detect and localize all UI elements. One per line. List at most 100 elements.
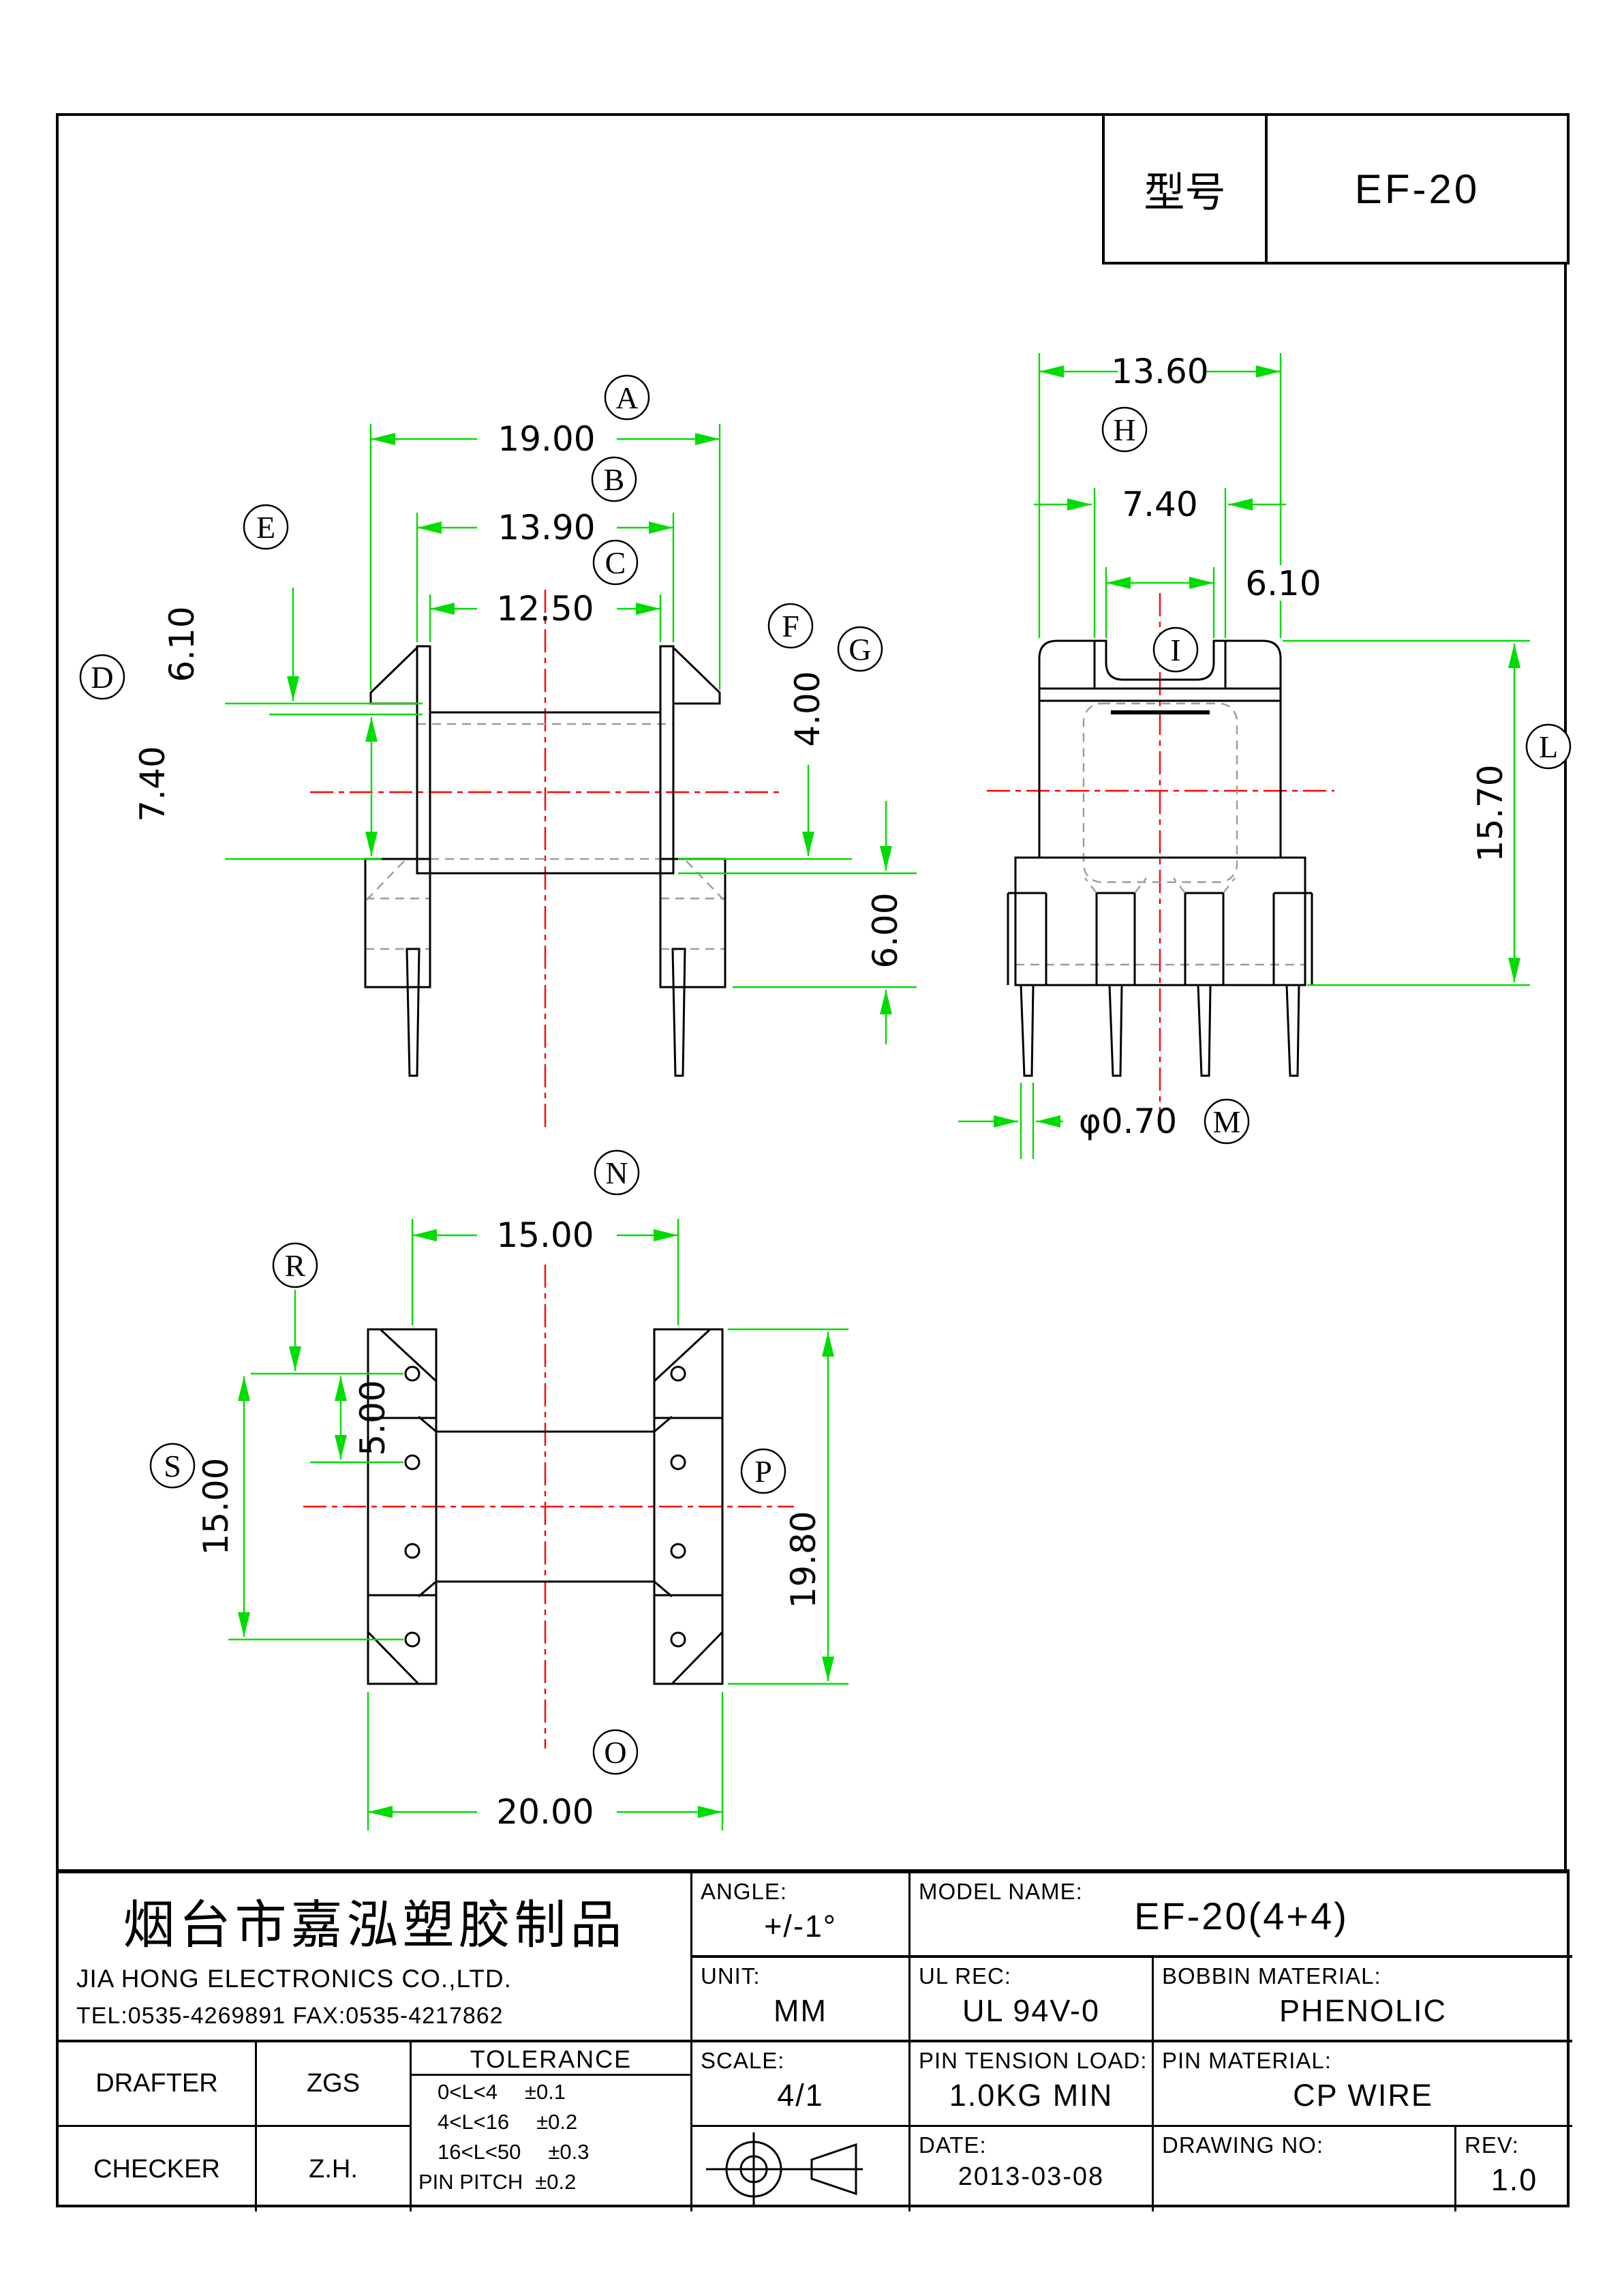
bottom-view: 15.00 5.00 15.00 19.80 20.00 N R S P O	[149, 1149, 848, 1832]
checker-label-cell: CHECKER	[59, 2127, 257, 2211]
drafter-label: DRAFTER	[95, 2069, 218, 2098]
front-view: 19.00 13.90 12.50 6.10 7.40 4.00 6.00 A …	[79, 374, 917, 1132]
tolerance-value: ±0.2	[536, 2110, 578, 2134]
side-dim-i-bg	[1234, 565, 1333, 601]
front-hidden-lines	[365, 723, 725, 950]
date-label: DATE:	[919, 2132, 987, 2158]
bottom-dim-labels	[149, 1149, 786, 1775]
angle-cell: ANGLE: +/-1°	[692, 1873, 911, 1958]
bobbin-material-label: BOBBIN MATERIAL:	[1162, 1963, 1381, 1989]
bottom-dim-p-value: 19.80	[784, 1511, 823, 1608]
bottom-dim-pitch-value: 5.00	[353, 1380, 393, 1455]
bottom-dim-o-value: 20.00	[496, 1792, 594, 1832]
scale-cell: SCALE: 4/1	[692, 2042, 911, 2127]
pin-tension-value: 1.0KG MIN	[949, 2078, 1114, 2113]
tolerance-range: 16<L<50	[438, 2140, 521, 2164]
front-dim-lines	[225, 424, 917, 1044]
pin-material-label: PIN MATERIAL:	[1162, 2048, 1332, 2073]
side-dim-m-value: φ0.70	[1079, 1102, 1177, 1141]
side-dim-labels	[1101, 406, 1572, 1145]
bottom-label-n: N	[605, 1155, 628, 1190]
front-label-g: G	[848, 632, 871, 667]
side-dim-h-value: 13.60	[1111, 352, 1208, 391]
unit-cell: UNIT: MM	[692, 1958, 911, 2042]
company-name-cn: 烟台市嘉泓塑胶制品	[123, 1894, 626, 1955]
pin-tension-label: PIN TENSION LOAD:	[919, 2048, 1148, 2073]
front-label-d: D	[91, 660, 113, 695]
tolerance-range: 0<L<4	[438, 2080, 498, 2104]
tolerance-value: ±0.3	[548, 2140, 590, 2164]
unit-label: UNIT:	[701, 1963, 761, 1989]
front-dim-labels	[79, 374, 883, 700]
model-label: 型号	[1105, 116, 1268, 262]
front-dim-b-value: 13.90	[498, 508, 595, 547]
ul-rec-cell: UL REC: UL 94V-0	[911, 1958, 1154, 2042]
side-dim-lines	[958, 353, 1530, 1159]
tolerance-value: ±0.2	[535, 2170, 577, 2194]
bottom-dim-n-value: 15.00	[496, 1215, 594, 1255]
ul-rec-label: UL REC:	[919, 1963, 1011, 1989]
bottom-label-o: O	[604, 1735, 626, 1770]
bobbin-material-cell: BOBBIN MATERIAL: PHENOLIC	[1154, 1958, 1572, 2042]
rev-value: 1.0	[1490, 2162, 1538, 2197]
projection-symbol-cell	[692, 2127, 911, 2211]
projection-symbol-icon	[706, 2132, 863, 2206]
side-label-i: I	[1170, 633, 1180, 667]
tolerance-row: 0<L<4 ±0.1	[412, 2077, 690, 2107]
company-name-en: JIA HONG ELECTRONICS CO.,LTD.	[76, 1965, 512, 1993]
unit-value: MM	[774, 1993, 827, 2028]
checker-value: Z.H.	[309, 2154, 358, 2184]
pin-material-cell: PIN MATERIAL: CP WIRE	[1154, 2042, 1572, 2127]
tolerance-row: 16<L<50 ±0.3	[412, 2137, 690, 2167]
angle-value: +/-1°	[764, 1909, 837, 1944]
front-dim-a-value: 19.00	[498, 419, 595, 459]
model-box: 型号 EF-20	[1102, 113, 1570, 265]
angle-label: ANGLE:	[701, 1879, 788, 1904]
bobbin-material-value: PHENOLIC	[1279, 1993, 1448, 2028]
rev-label: REV:	[1465, 2132, 1519, 2158]
front-label-f: F	[782, 609, 799, 644]
date-value: 2013-03-08	[958, 2162, 1105, 2191]
side-label-l: L	[1539, 729, 1558, 764]
bottom-part-outline	[367, 1328, 724, 1685]
front-centerlines	[310, 590, 780, 1132]
bottom-dim-lines	[228, 1219, 848, 1830]
side-centerlines	[987, 593, 1334, 1132]
bottom-label-s: S	[164, 1449, 181, 1483]
model-name-value: EF-20(4+4)	[1134, 1894, 1349, 1937]
title-block: 烟台市嘉泓塑胶制品 JIA HONG ELECTRONICS CO.,LTD. …	[56, 1869, 1572, 2211]
ul-rec-value: UL 94V-0	[962, 1993, 1100, 2028]
rev-cell: REV: 1.0	[1456, 2127, 1572, 2211]
model-name-cell: MODEL NAME: EF-20(4+4)	[911, 1873, 1572, 1958]
bottom-dim-s-value: 15.00	[196, 1457, 236, 1555]
tolerance-row: 4<L<16 ±0.2	[412, 2107, 690, 2137]
front-dim-g-value: 6.00	[866, 892, 905, 968]
company-cell: 烟台市嘉泓塑胶制品 JIA HONG ELECTRONICS CO.,LTD. …	[59, 1873, 692, 2042]
bottom-label-r: R	[285, 1248, 306, 1283]
tolerance-range: PIN PITCH	[418, 2170, 523, 2194]
scale-label: SCALE:	[701, 2048, 785, 2073]
drafter-value: ZGS	[306, 2069, 361, 2098]
front-label-e: E	[256, 510, 275, 545]
checker-label: CHECKER	[93, 2154, 220, 2184]
model-value: EF-20	[1354, 166, 1480, 212]
tolerance-table: TOLERANCE 0<L<4 ±0.1 4<L<16 ±0.2 16<L<50…	[412, 2042, 692, 2211]
tolerance-row: PIN PITCH ±0.2	[412, 2167, 690, 2197]
side-label-h: H	[1113, 412, 1135, 447]
pin-tension-cell: PIN TENSION LOAD: 1.0KG MIN	[911, 2042, 1154, 2127]
drafter-value-cell: ZGS	[257, 2042, 412, 2127]
pin-material-value: CP WIRE	[1293, 2078, 1433, 2113]
side-label-m: M	[1213, 1104, 1241, 1139]
drafter-label-cell: DRAFTER	[59, 2042, 257, 2127]
front-dim-f-value: 4.00	[788, 671, 827, 746]
front-label-c: C	[605, 545, 626, 580]
company-tel: TEL:0535-4269891 FAX:0535-4217862	[76, 2003, 504, 2029]
front-dim-d-value: 7.40	[133, 746, 172, 821]
front-label-a: A	[615, 380, 638, 415]
front-label-b: B	[604, 462, 625, 497]
side-dim-mid-value: 7.40	[1122, 485, 1197, 524]
side-dim-l-value: 15.70	[1471, 764, 1510, 862]
tolerance-title: TOLERANCE	[412, 2042, 690, 2076]
